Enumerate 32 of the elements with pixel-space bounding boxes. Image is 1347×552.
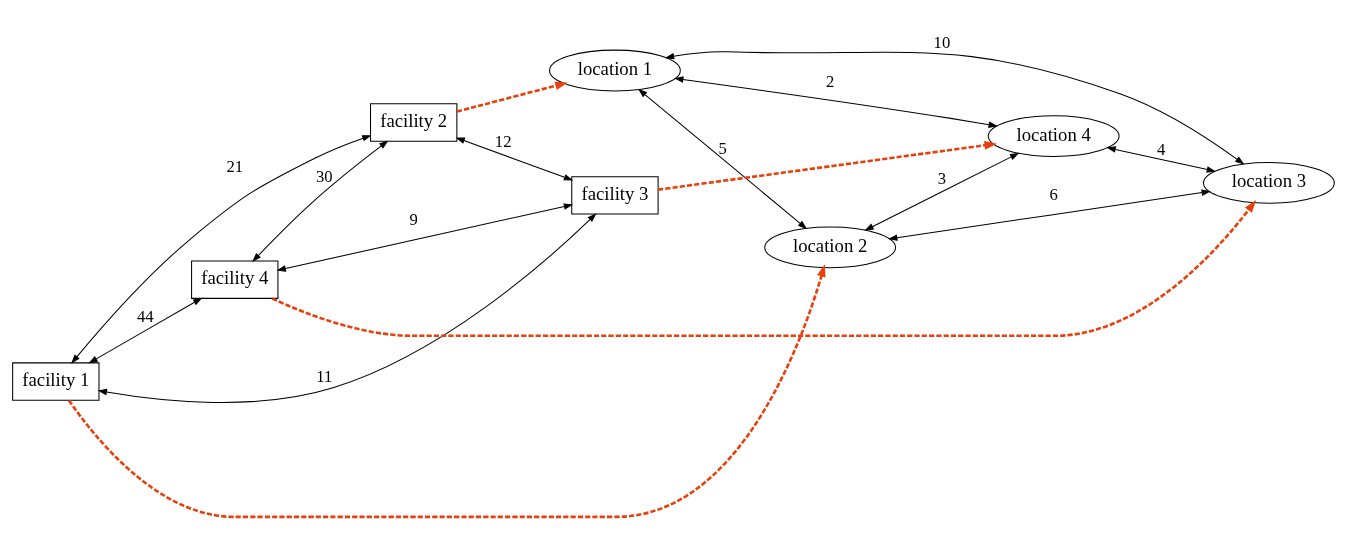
edge-label: 3: [937, 168, 947, 188]
node-box: facility 3: [571, 176, 659, 215]
arrow: [88, 297, 203, 364]
edge-label: 30: [315, 166, 333, 186]
edge-label: 21: [226, 157, 244, 177]
arrow: [864, 152, 1020, 231]
edge-label: 2: [825, 71, 835, 91]
arrow: [888, 189, 1211, 241]
arrow: [664, 51, 1245, 165]
edge-label: 5: [718, 138, 727, 158]
node-box: facility 4: [191, 260, 279, 299]
arrow: [658, 141, 997, 191]
arrow: [674, 76, 998, 128]
arrow: [1106, 146, 1217, 173]
arrow: [276, 203, 574, 272]
arrow: [71, 135, 372, 364]
edge-label: 44: [136, 307, 154, 327]
edge-label: 4: [1157, 139, 1166, 159]
arrow: [97, 213, 597, 403]
edge-label: 6: [1049, 185, 1058, 205]
node-box: facility 2: [370, 103, 458, 142]
node-box: facility 1: [12, 362, 100, 401]
arrow: [67, 264, 826, 519]
arrow: [271, 200, 1257, 338]
edge-label: 9: [409, 210, 418, 230]
edge-label: 11: [316, 367, 333, 387]
edge-label: 10: [933, 33, 951, 53]
arrow: [638, 88, 808, 230]
arrow: [455, 137, 574, 181]
arrow: [456, 81, 568, 113]
arrow: [252, 140, 389, 262]
edge-label: 12: [494, 132, 512, 152]
